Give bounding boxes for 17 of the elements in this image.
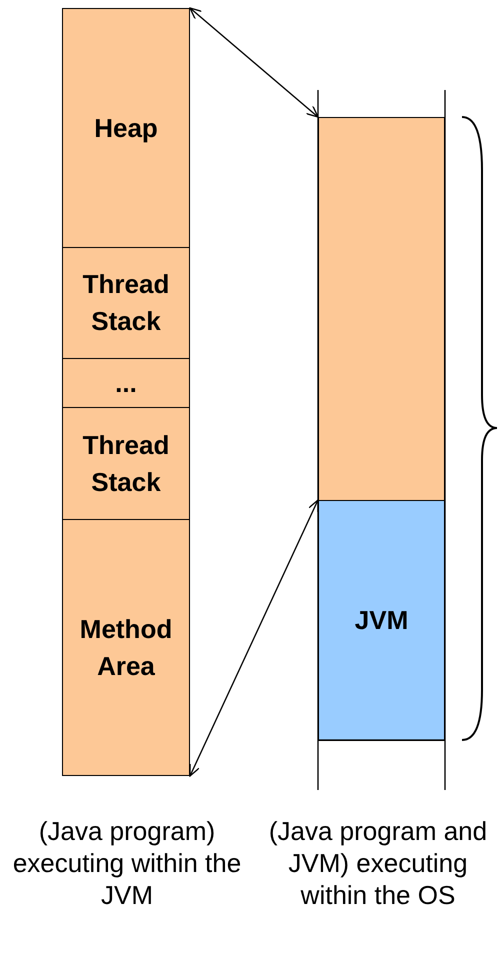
memory-block	[62, 519, 190, 776]
caption-text: (Java program) executing within the JVM	[12, 815, 242, 911]
memory-block	[62, 407, 190, 520]
block-label: ...	[115, 366, 137, 400]
memory-block	[318, 117, 445, 501]
block-label: Method Area	[78, 612, 174, 682]
arrow	[189, 499, 319, 777]
caption-text: (Java program and JVM) executing within the OS	[268, 815, 488, 911]
block-label: Heap	[94, 112, 158, 144]
memory-block	[62, 8, 190, 248]
memory-block	[318, 500, 445, 741]
block-label: Thread Stack	[82, 428, 170, 498]
block-label: Thread Stack	[82, 268, 170, 338]
memory-block	[62, 358, 190, 408]
memory-block	[62, 247, 190, 359]
block-label: JVM	[354, 604, 408, 637]
arrow	[189, 7, 319, 118]
